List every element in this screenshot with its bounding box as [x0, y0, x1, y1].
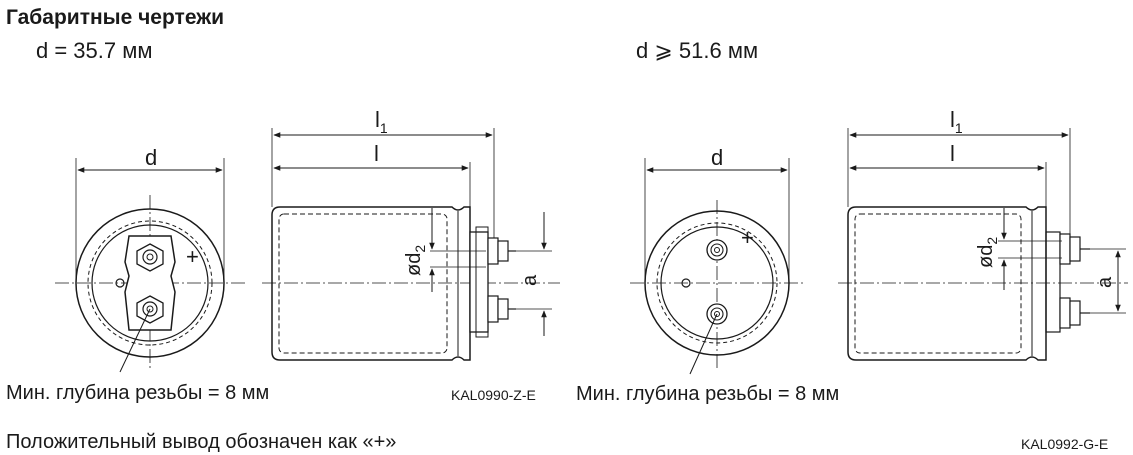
right-dim-d: d [711, 145, 723, 170]
left-dim-d2: ød2 [403, 245, 428, 276]
left-dim-a: a [519, 274, 541, 286]
left-dim-l: l [374, 141, 379, 166]
right-dim-l1: l1 [950, 107, 963, 136]
page-title: Габаритные чертежи [6, 6, 225, 29]
left-diameter-heading: d = 35.7 мм [36, 38, 153, 63]
left-dim-d: d [145, 145, 157, 170]
right-thread-note: Мин. глубина резьбы = 8 мм [576, 383, 840, 405]
left-front-view [55, 158, 245, 373]
right-dim-d2: ød2 [975, 237, 1000, 268]
right-side-view [838, 128, 1128, 361]
right-dim-a: a [1094, 276, 1116, 288]
left-thread-note: Мин. глубина резьбы = 8 мм [6, 382, 270, 404]
right-front-view [630, 158, 805, 375]
right-diameter-heading: d ⩾ 51.6 мм [636, 38, 759, 63]
right-plus-label: + [741, 225, 754, 250]
positive-terminal-note: Положительный вывод обозначен как «+» [6, 431, 397, 453]
right-dim-l: l [950, 141, 955, 166]
left-side-view [262, 128, 560, 361]
left-dim-l1: l1 [375, 107, 388, 136]
left-plus-label: + [186, 244, 199, 269]
left-drawing-code: KAL0990-Z-E [451, 387, 536, 403]
right-drawing-code: KAL0992-G-E [1021, 436, 1109, 452]
